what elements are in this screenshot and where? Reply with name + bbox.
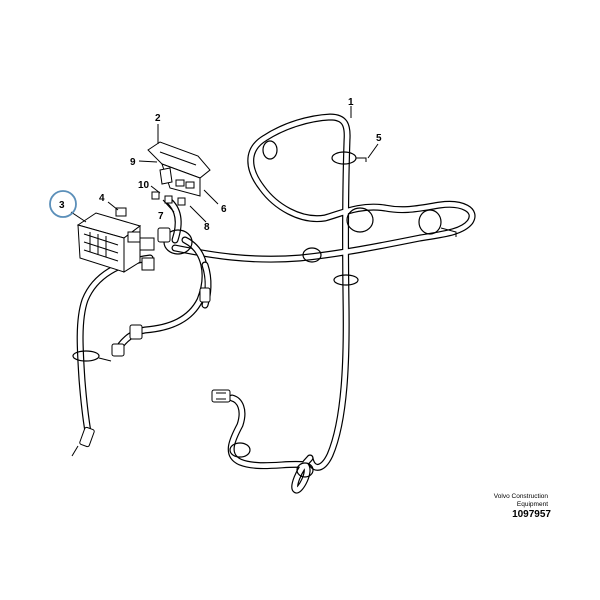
callout-5: 5	[376, 133, 382, 144]
callout-3-highlight-ring	[49, 190, 77, 218]
display-unit	[147, 141, 211, 206]
callout-1: 1	[348, 97, 354, 108]
harness-cable	[76, 113, 476, 494]
callout-2: 2	[155, 113, 161, 124]
callout-7: 7	[158, 211, 164, 222]
brand-caption: Volvo Construction Equipment	[428, 493, 548, 509]
callout-6: 6	[221, 204, 227, 215]
callout-labels: 1 2 3 4 5 6 7 8 9 10	[59, 97, 382, 233]
cable-clamps	[72, 140, 457, 478]
drawing-number: 1097957	[512, 509, 551, 520]
connectors	[71, 227, 231, 457]
callout-3: 3	[59, 200, 65, 211]
brand-line-2: Equipment	[516, 501, 548, 508]
leader-lines	[70, 106, 379, 223]
control-unit	[76, 207, 155, 273]
callout-8: 8	[204, 222, 210, 233]
callout-9: 9	[130, 157, 136, 168]
callout-4: 4	[99, 193, 105, 204]
callout-10: 10	[138, 180, 150, 191]
brand-line-1: Volvo Construction	[493, 493, 548, 500]
